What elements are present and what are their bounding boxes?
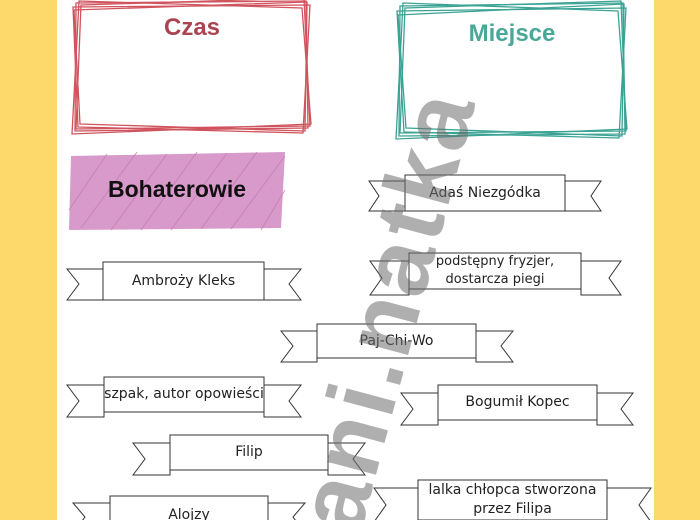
bohaterowie-heading: Bohaterowie — [67, 150, 287, 232]
ribbon-szpak: szpak, autor opowieści — [66, 376, 302, 419]
ribbon-pajchiwo-text: Paj-Chi-Wo — [359, 332, 434, 349]
ribbon-bogumil: Bogumił Kopec — [400, 384, 634, 427]
ribbon-lalka: lalka chłopca stworzona przez Filipa — [373, 478, 652, 520]
heading-scribble-bg — [68, 151, 286, 231]
ribbon-fryzjer-text: podstępny fryzjer, dostarcza piegi — [435, 253, 555, 287]
ribbon-szpak-text: szpak, autor opowieści — [104, 386, 264, 402]
miejsce-box: Miejsce — [395, 0, 628, 140]
ribbon-fryzjer: podstępny fryzjer, dostarcza piegi — [369, 252, 622, 298]
ribbon-filip-text: Filip — [235, 444, 263, 460]
miejsce-box-frame — [395, 0, 628, 140]
ribbon-filip: Filip — [132, 434, 366, 477]
ribbon-ambrozy-text: Ambroży Kleks — [131, 272, 236, 289]
miejsce-title: Miejsce — [468, 20, 556, 47]
czas-box: Czas — [71, 0, 312, 135]
ribbon-alojzy-text: Alojzy — [168, 506, 210, 520]
heading-label: Bohaterowie — [107, 176, 247, 202]
ribbon-adas-text: Adaś Niezgódka — [429, 184, 541, 201]
ribbon-ambrozy: Ambroży Kleks — [65, 260, 303, 302]
ribbon-bogumil-text: Bogumił Kopec — [465, 394, 570, 410]
czas-title: Czas — [163, 14, 221, 41]
ribbon-adas: Adaś Niezgódka — [368, 173, 602, 215]
czas-box-frame — [71, 0, 312, 135]
ribbon-alojzy: Alojzy — [71, 495, 307, 520]
ribbon-pajchiwo: Paj-Chi-Wo — [279, 322, 515, 364]
ribbon-lalka-text: lalka chłopca stworzona przez Filipa — [428, 482, 597, 517]
worksheet: Czas Miejsce Bohaterowie — [57, 0, 654, 520]
